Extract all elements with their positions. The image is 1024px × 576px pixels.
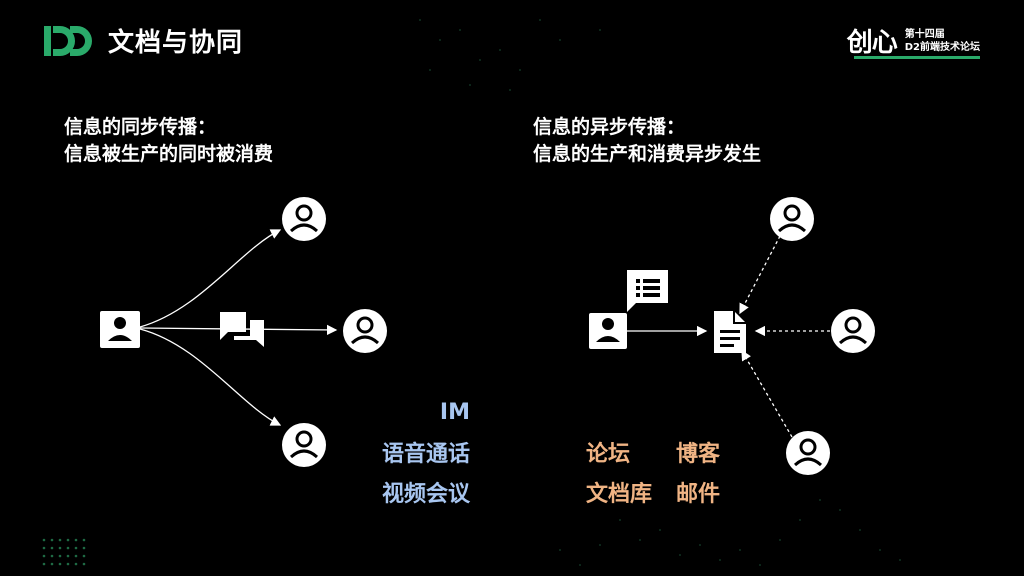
brand-text: 第十四届 D2前端技术论坛 [905, 28, 980, 54]
brand-line-1: 第十四届 [904, 28, 945, 40]
sync-heading-line-2: 信息被生产的同时被消费 [64, 143, 274, 165]
list-message-icon [627, 270, 668, 312]
sync-consumer-top-icon [282, 197, 326, 241]
async-consumer-top-icon [770, 197, 814, 241]
async-heading-line-2: 信息的生产和消费异步发生 [533, 143, 762, 165]
sync-consumer-bottom-icon [282, 423, 326, 467]
async-tool-email: 邮件 [676, 482, 721, 507]
async-producer-icon [589, 313, 627, 349]
sync-heading-line-1: 信息的同步传播： [64, 116, 217, 138]
async-heading-line-1: 信息的异步传播： [533, 116, 686, 138]
sync-tool-video-meeting: 视频会议 [381, 482, 470, 507]
brand-line-2: D2前端技术论坛 [904, 41, 980, 53]
chat-bubbles-icon [220, 312, 264, 347]
async-consumer-middle-icon [831, 309, 875, 353]
async-consumer-bottom-icon [786, 431, 830, 475]
async-tool-blog: 博客 [676, 442, 721, 467]
document-icon [714, 311, 746, 353]
sync-consumer-middle-icon [343, 309, 387, 353]
sync-tool-voice-call: 语音通话 [381, 442, 470, 467]
brand-badge: 创心 第十四届 D2前端技术论坛 [847, 22, 980, 59]
brand-underline [854, 56, 980, 59]
brand-mark: 创心 [846, 28, 898, 58]
async-arrows [627, 235, 830, 438]
async-tool-doc-library: 文档库 [586, 482, 653, 507]
sync-producer-icon [100, 311, 140, 348]
sync-heading: 信息的同步传播： 信息被生产的同时被消费 [64, 114, 273, 168]
sync-tool-im: IM [439, 400, 470, 425]
page-title: 文档与协同 [108, 28, 244, 58]
async-heading: 信息的异步传播： 信息的生产和消费异步发生 [533, 114, 761, 168]
async-tool-forum: 论坛 [586, 442, 631, 467]
d2-logo [44, 26, 92, 56]
